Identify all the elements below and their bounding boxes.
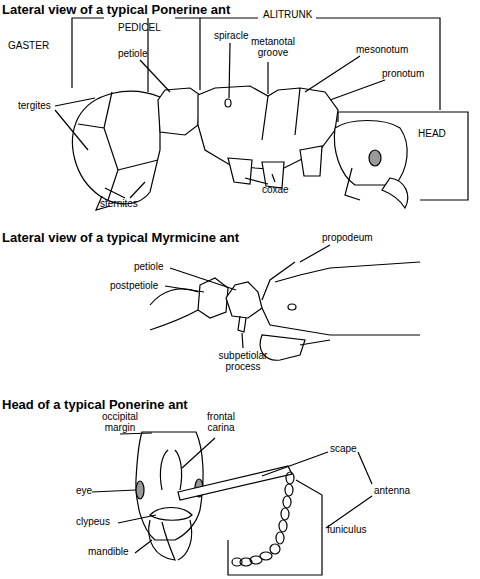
- part-label: clypeus: [76, 516, 110, 527]
- funiculus-segment: [232, 558, 242, 566]
- postpetiole-node: [198, 278, 228, 318]
- part-label: funiculus: [327, 524, 366, 535]
- leader-line: [92, 433, 372, 553]
- antenna-stub: [345, 168, 360, 200]
- head-capsule: [334, 121, 407, 186]
- coxa-shape: [300, 146, 322, 176]
- mandible-shape: [149, 520, 192, 560]
- part-label: metanotal groove: [248, 36, 298, 58]
- petiole-node: [226, 282, 262, 318]
- funiculus-segment: [270, 544, 280, 554]
- funiculus-segment: [276, 532, 284, 544]
- part-label: petiole: [118, 48, 147, 59]
- coxa-shape: [228, 158, 252, 184]
- gaster-partial: [150, 289, 198, 330]
- part-label: mesonotum: [356, 44, 408, 55]
- spiracle-mark: [288, 304, 296, 310]
- funiculus-segment: [279, 520, 287, 532]
- funiculus-bracket: [228, 480, 322, 575]
- alitrunk-partial: [262, 262, 420, 335]
- part-label: petiole: [134, 261, 163, 272]
- part-label: GASTER: [8, 40, 49, 51]
- funiculus-segment: [286, 472, 294, 484]
- part-label: tergites: [18, 100, 51, 111]
- part-label: pronotum: [382, 68, 424, 79]
- compound-eye: [369, 150, 381, 166]
- head-capsule: [136, 432, 203, 540]
- alitrunk-sutures: [262, 88, 300, 140]
- part-label: propodeum: [322, 232, 373, 243]
- petiole-node: [158, 88, 200, 135]
- part-label: HEAD: [418, 128, 446, 139]
- part-label: antenna: [374, 485, 410, 496]
- part-label: spiracle: [214, 30, 248, 41]
- frontal-carina-lines: [160, 450, 181, 490]
- leader-line: [165, 245, 330, 348]
- part-label: scape: [330, 443, 357, 454]
- compound-eye: [136, 481, 144, 499]
- part-label: mandible: [88, 546, 129, 557]
- spiracle-mark: [225, 99, 231, 107]
- funiculus-segment: [281, 508, 289, 520]
- part-label: eye: [76, 485, 92, 496]
- part-label: PEDICEL: [118, 22, 161, 33]
- part-label: coxae: [262, 184, 289, 195]
- clypeus-shape: [150, 508, 192, 521]
- part-label: frontal carina: [198, 411, 244, 433]
- part-label: ALITRUNK: [263, 9, 312, 20]
- part-label: subpetiolar process: [210, 350, 276, 372]
- part-label: sternites: [100, 198, 138, 209]
- leader-line: [55, 43, 385, 198]
- section-heading: Lateral view of a typical Myrmicine ant: [2, 230, 239, 245]
- tergite-lines: [78, 92, 158, 200]
- gaster-bracket: [72, 18, 104, 88]
- leg-segment: [300, 340, 330, 345]
- subpetiolar-process: [238, 316, 246, 332]
- mandible-shape: [382, 178, 408, 208]
- funiculus-segment: [283, 496, 291, 508]
- part-label: occipital margin: [94, 411, 146, 433]
- funiculus-segment: [285, 484, 293, 496]
- section-heading: Head of a typical Ponerine ant: [2, 397, 188, 412]
- part-label: postpetiole: [110, 280, 158, 291]
- section-heading: Lateral view of a typical Ponerine ant: [2, 2, 230, 17]
